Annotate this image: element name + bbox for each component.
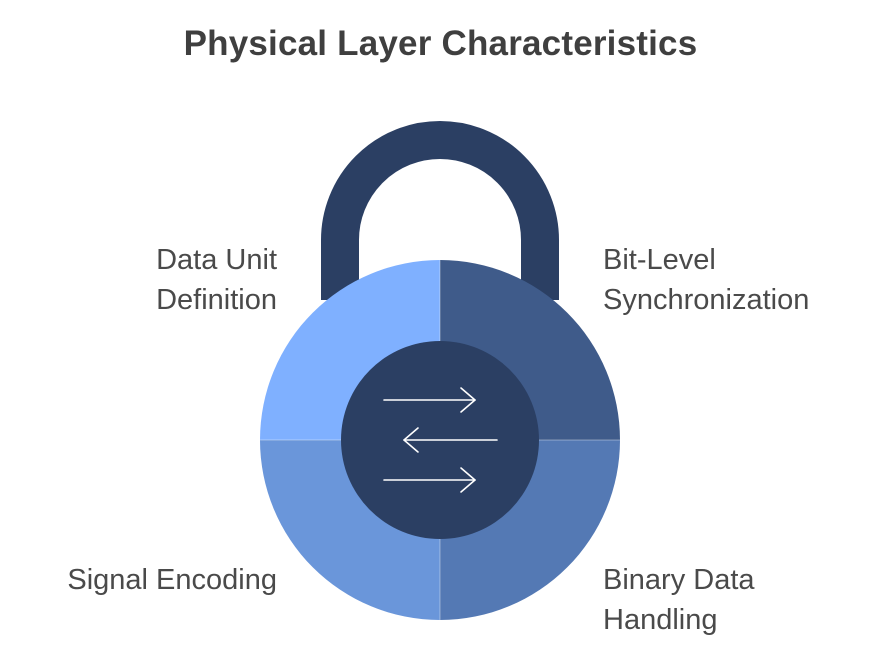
padlock-shackle xyxy=(321,121,559,300)
label-data-unit-definition: Data Unit Definition xyxy=(156,244,277,316)
bidirectional-arrows-icon xyxy=(383,387,498,493)
label-binary-data-handling: Binary Data Handling xyxy=(603,564,755,636)
diagram-title: Physical Layer Characteristics xyxy=(183,24,698,63)
label-bit-level-synchronization: Bit-Level Synchronization xyxy=(603,244,810,316)
label-signal-encoding: Signal Encoding xyxy=(67,564,277,596)
